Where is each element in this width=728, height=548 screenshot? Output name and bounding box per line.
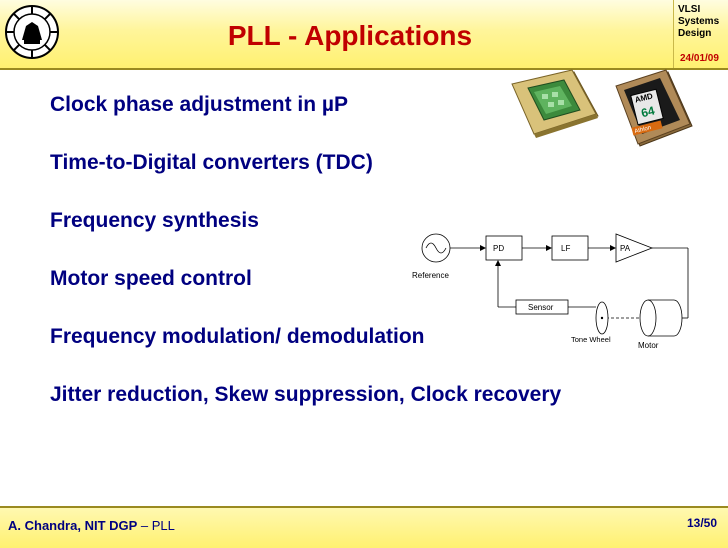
motor-label: Motor (638, 341, 659, 350)
amd-brand-text: AMD (634, 91, 654, 104)
footer-author: A. Chandra, NIT DGP (8, 518, 138, 533)
footer-topic: PLL (151, 518, 175, 533)
slide-date: 24/01/09 (680, 53, 719, 64)
institute-logo (5, 5, 59, 59)
bullet-item: Frequency modulation/ demodulation (50, 325, 425, 348)
pa-label: PA (620, 244, 631, 253)
amd-processor-image: AMD 64 Athlon (615, 69, 693, 147)
slide-footer: A. Chandra, NIT DGP – PLL 13/50 (0, 506, 728, 548)
athlon-text: Athlon (634, 125, 652, 135)
lf-block (551, 235, 589, 261)
bullet-item: Clock phase adjustment in µP (50, 93, 348, 116)
pd-block (485, 235, 523, 261)
pa-amplifier (615, 233, 654, 263)
course-box: VLSI Systems Design 24/01/09 (673, 0, 728, 68)
amd-64-badge: 64 (640, 103, 657, 120)
slide-title: PLL - Applications (227, 20, 473, 51)
sensor-label: Sensor (528, 303, 554, 312)
pll-motor-diagram: Reference PD LF PA Motor Tone Wheel Sens… (412, 233, 689, 350)
bullet-item: Time-to-Digital converters (TDC) (50, 151, 373, 174)
bullet-list: Clock phase adjustment in µP Time-to-Dig… (50, 92, 650, 408)
tone-wheel-label: Tone Wheel (571, 335, 611, 344)
bullet-item: Motor speed control (50, 267, 252, 290)
course-label: VLSI Systems Design (678, 4, 720, 39)
reference-label: Reference (412, 271, 449, 280)
footer-credit: A. Chandra, NIT DGP – PLL (8, 518, 175, 533)
motor-body (673, 299, 683, 337)
page-number: 13/50 (687, 516, 718, 530)
pd-label: PD (493, 244, 504, 253)
footer-separator: – (137, 518, 152, 533)
bullet-item: Jitter reduction, Skew suppression, Cloc… (50, 383, 562, 406)
bullet-item: Frequency synthesis (50, 209, 259, 232)
lf-label: LF (561, 244, 570, 253)
slide-header: PLL - Applications VLSI Systems Design 2… (0, 0, 728, 70)
processor-image (511, 69, 599, 138)
